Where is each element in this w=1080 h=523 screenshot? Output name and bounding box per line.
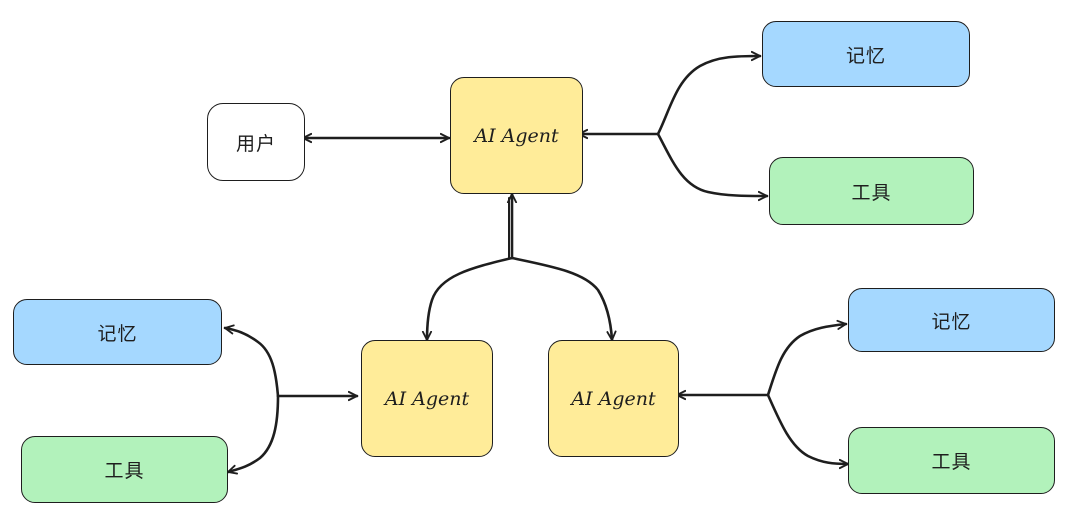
agent-top-node: AI Agent bbox=[450, 77, 583, 194]
memory-right-node-label: 记忆 bbox=[931, 310, 972, 333]
edge-agent-top-agent-right bbox=[510, 256, 617, 342]
tool-top-node-label: 工具 bbox=[851, 181, 892, 204]
edge-agent-top-agent-left bbox=[421, 256, 514, 342]
agent-top-node-label: AI Agent bbox=[474, 124, 559, 147]
tool-left-node-label: 工具 bbox=[104, 460, 145, 482]
tool-right-node-label: 工具 bbox=[931, 451, 972, 473]
edge-agent-top-tool bbox=[656, 132, 769, 202]
tool-left-node: 工具 bbox=[21, 436, 228, 503]
tool-right-node: 工具 bbox=[848, 427, 1055, 494]
agent-right-node: AI Agent bbox=[548, 340, 679, 457]
edge-agent-right-tool bbox=[766, 393, 850, 470]
edge-agent-top-memory bbox=[656, 50, 762, 136]
agent-left-node-label: AI Agent bbox=[384, 387, 470, 410]
memory-top-node-label: 记忆 bbox=[845, 44, 886, 67]
agent-right-node-label: AI Agent bbox=[571, 387, 656, 410]
tool-top-node: 工具 bbox=[769, 157, 974, 225]
user-node: 用户 bbox=[207, 103, 305, 181]
user-node-label: 用户 bbox=[235, 132, 276, 155]
edge-agent-left-memory bbox=[223, 324, 280, 398]
memory-top-node: 记忆 bbox=[762, 21, 970, 87]
memory-left-node-label: 记忆 bbox=[97, 322, 138, 345]
memory-left-node: 记忆 bbox=[13, 299, 222, 365]
memory-right-node: 记忆 bbox=[848, 288, 1055, 352]
edge-agent-right-memory bbox=[766, 319, 848, 397]
agent-left-node: AI Agent bbox=[361, 340, 493, 457]
edge-agent-left-tool bbox=[226, 394, 280, 475]
